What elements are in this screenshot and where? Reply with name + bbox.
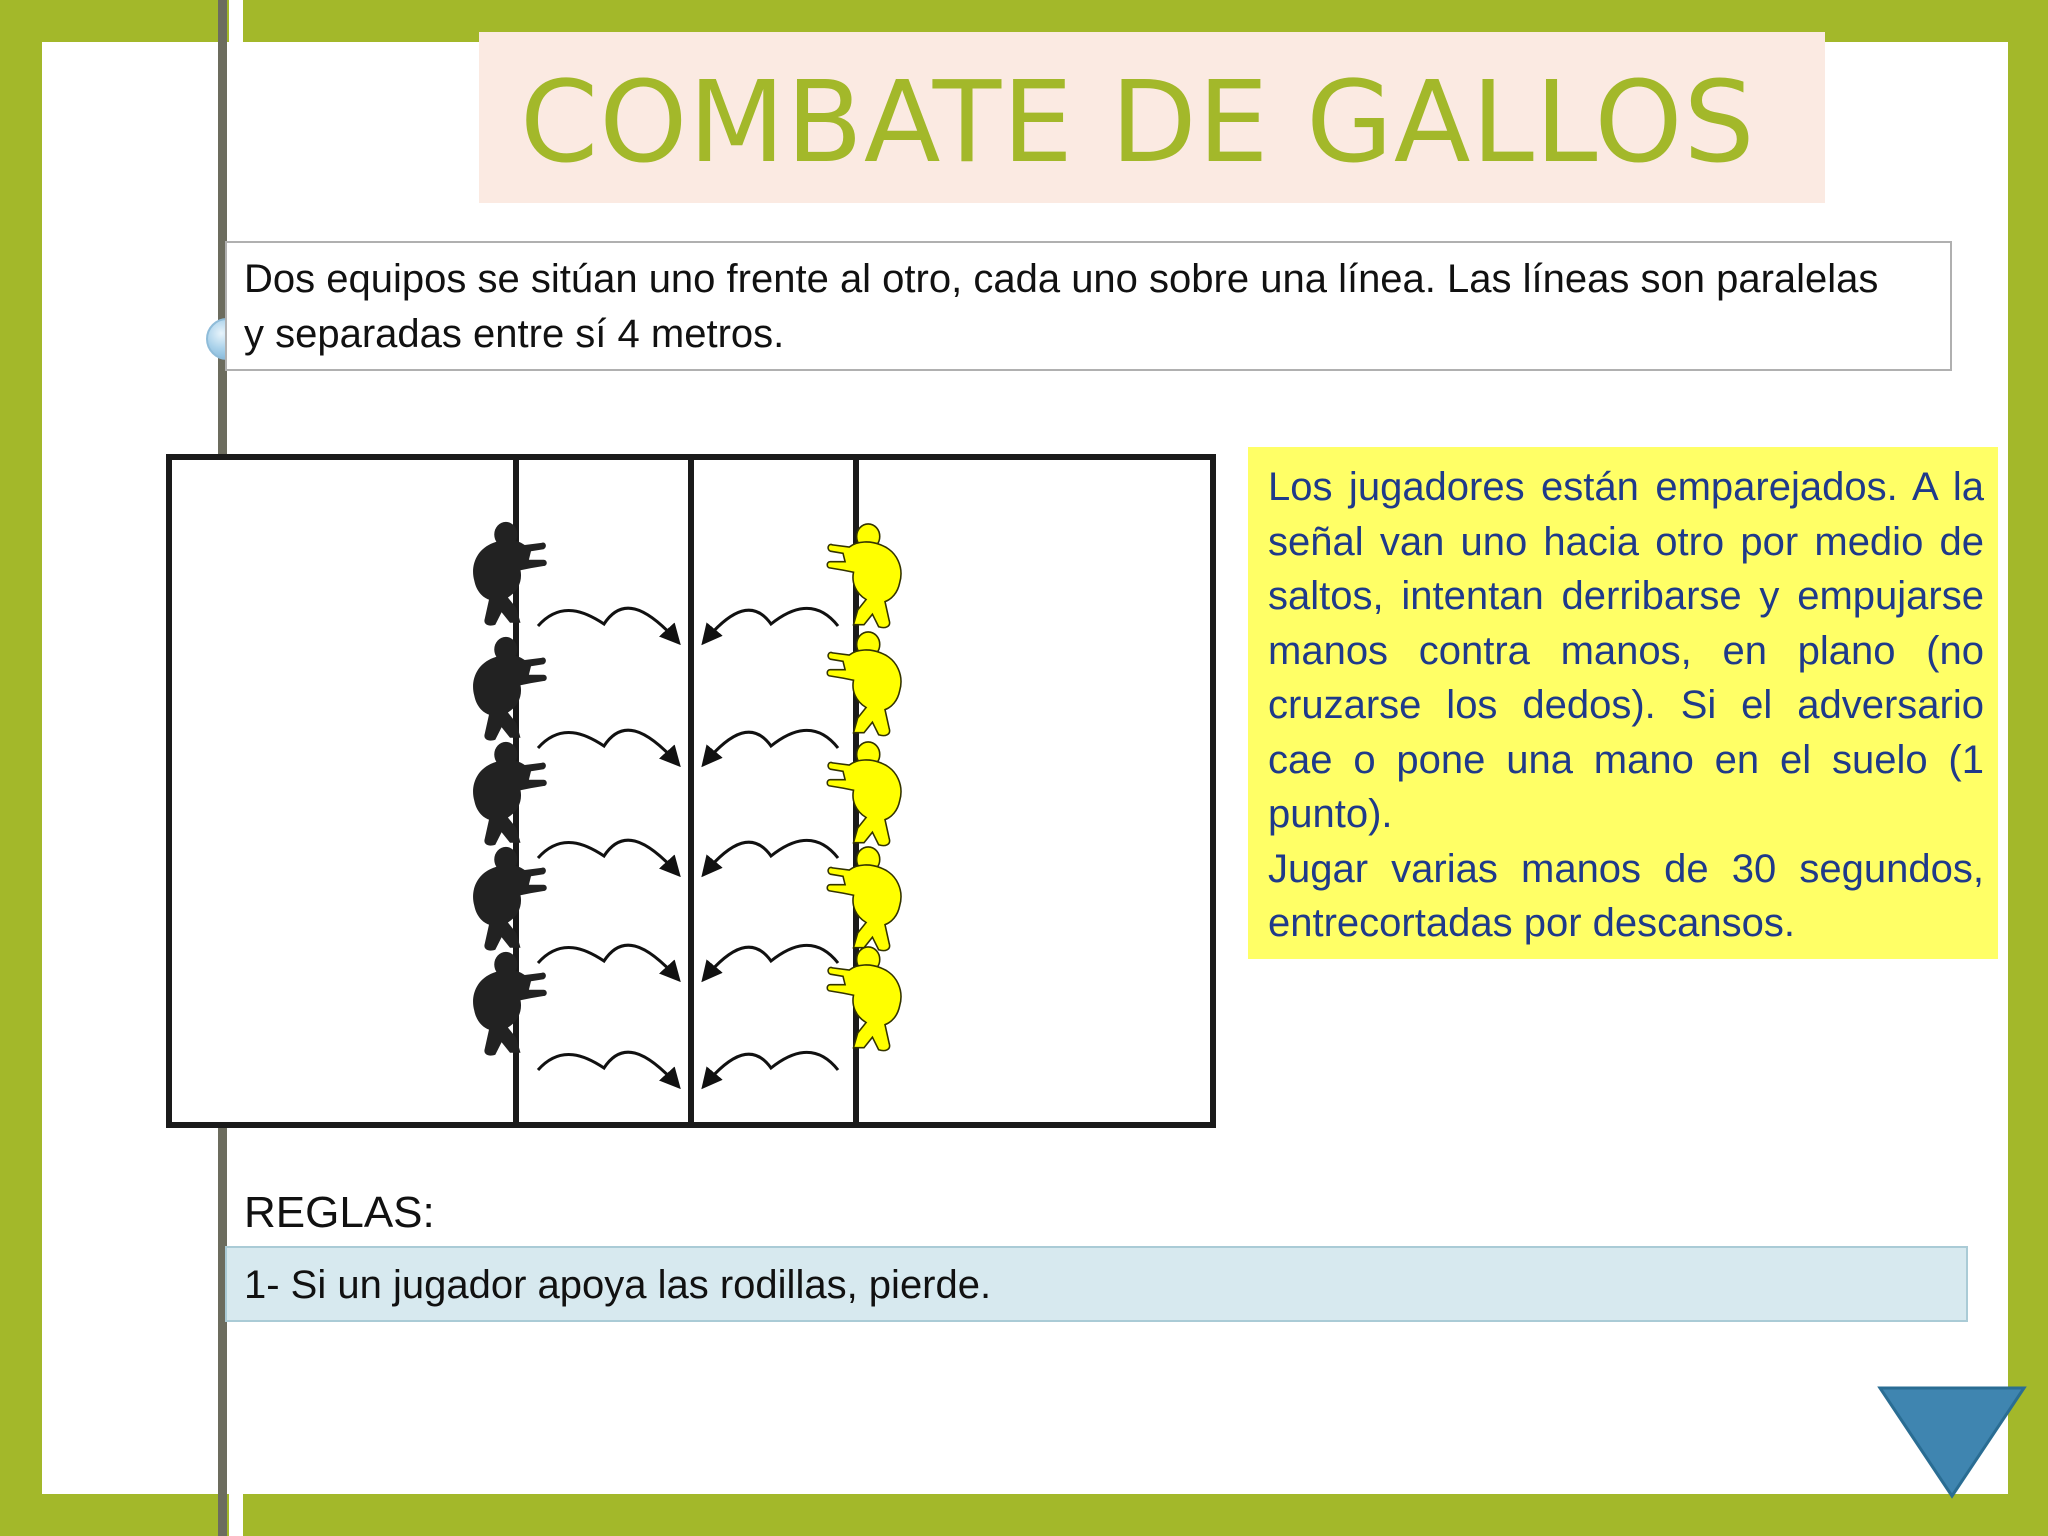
description-paragraph-1: Los jugadores están emparejados. A la se… [1268, 465, 1984, 836]
border-gap-top [229, 0, 243, 42]
intro-line-2: y separadas entre sí 4 metros. [244, 312, 785, 356]
jump-arrows [536, 606, 840, 1090]
description-box [1248, 447, 1998, 959]
title-background [479, 32, 1825, 203]
jump-arrow-left-4 [536, 943, 681, 983]
jump-arrow-right-5 [701, 1051, 840, 1090]
right-border [2008, 0, 2048, 1536]
rules-heading: REGLAS: [244, 1188, 435, 1237]
intro-box [225, 241, 1952, 371]
border-gap-bottom [229, 1494, 243, 1536]
rule-box [225, 1246, 1968, 1322]
description-text: Los jugadores están emparejados. A la se… [1268, 460, 1984, 951]
intro-text: Dos equipos se sitúan uno frente al otro… [244, 252, 1944, 362]
jump-arrow-right-4 [701, 944, 840, 983]
intro-line-1: Dos equipos se sitúan uno frente al otro… [244, 257, 1879, 301]
description-paragraph-2: Jugar varias manos de 30 segundos, entre… [1268, 846, 1984, 946]
bottom-border [0, 1494, 2048, 1536]
jump-arrow-left-3 [536, 838, 681, 878]
jump-arrow-left-5 [536, 1050, 681, 1090]
slide-title: COMBATE DE GALLOS [520, 58, 1756, 188]
jump-arrow-right-2 [701, 729, 840, 768]
jump-arrow-right-3 [701, 839, 840, 878]
rule-item-1: 1- Si un jugador apoya las rodillas, pie… [244, 1263, 992, 1307]
jump-arrow-left-2 [536, 728, 681, 768]
triangle-down-icon[interactable] [1876, 1384, 2028, 1500]
game-field-diagram [166, 454, 1216, 1128]
left-border [0, 0, 42, 1536]
jump-arrow-right-1 [701, 607, 840, 646]
jump-arrow-left-1 [536, 606, 681, 646]
